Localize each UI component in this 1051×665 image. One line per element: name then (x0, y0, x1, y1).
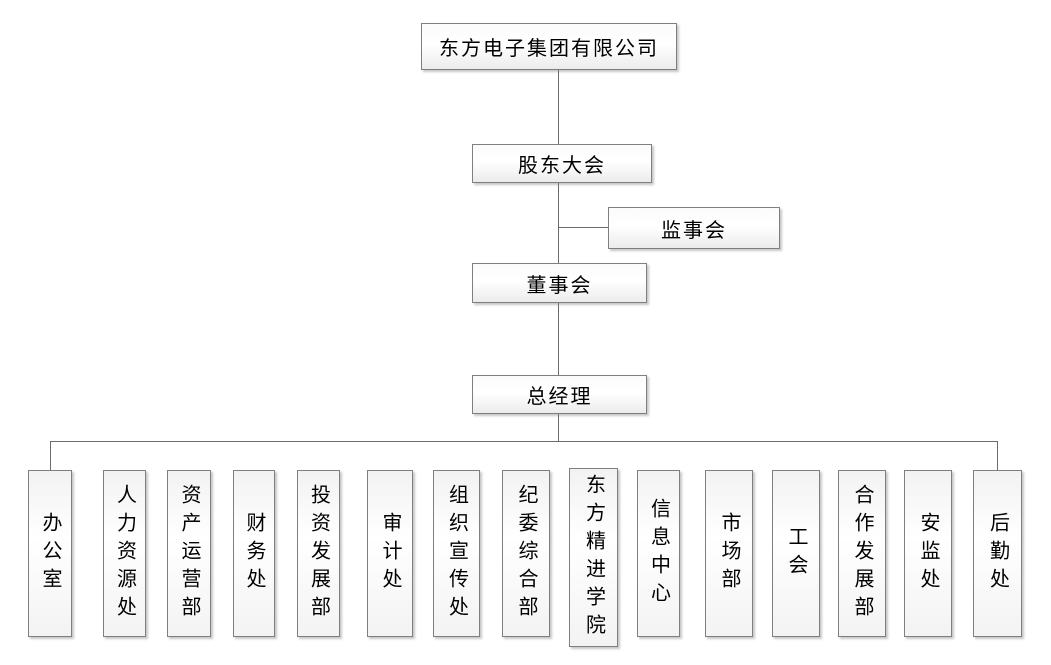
dept-label: 后勤处 (986, 511, 1009, 596)
connector-board-to-gm (558, 303, 559, 375)
dept-box-jingjin-academy: 东方精进学院 (569, 468, 618, 647)
dept-box-finance: 财务处 (233, 470, 275, 637)
dept-label: 审计处 (379, 511, 401, 596)
node-general-manager-label: 总经理 (526, 386, 593, 408)
dept-label: 人力资源处 (113, 483, 136, 624)
dept-box-audit: 审计处 (367, 470, 413, 637)
node-board-of-directors-label: 董事会 (526, 274, 593, 297)
node-shareholders-meeting-label: 股东大会 (518, 155, 606, 177)
dept-label: 投资发展部 (307, 483, 330, 624)
connector-branch-supervisory (558, 227, 608, 228)
dept-label: 市场部 (718, 511, 740, 596)
dept-label: 资产运营部 (178, 483, 200, 624)
node-company: 东方电子集团有限公司 (421, 23, 677, 70)
dept-label: 办公室 (39, 511, 61, 596)
node-company-label: 东方电子集团有限公司 (439, 38, 659, 60)
connector-departments-bus (50, 441, 998, 442)
node-general-manager: 总经理 (472, 375, 647, 414)
dept-box-asset-operation: 资产运营部 (167, 470, 211, 637)
dept-label: 纪委综合部 (515, 483, 537, 624)
dept-box-investment-dev: 投资发展部 (297, 470, 340, 637)
dept-label: 财务处 (243, 511, 265, 596)
dept-box-safety-supervision: 安监处 (904, 470, 952, 637)
node-supervisory-board: 监事会 (608, 207, 780, 249)
dept-label: 组织宣传处 (445, 483, 468, 624)
dept-label: 东方精进学院 (582, 473, 605, 642)
dept-box-org-publicity: 组织宣传处 (433, 470, 480, 637)
dept-box-discipline-committee: 纪委综合部 (502, 470, 550, 637)
dept-box-office: 办公室 (28, 470, 72, 637)
dept-box-marketing: 市场部 (705, 470, 753, 637)
dept-label: 安监处 (917, 511, 939, 596)
node-shareholders-meeting: 股东大会 (472, 144, 652, 183)
connector-gm-to-bus (558, 414, 559, 441)
connector-bus-drop-left (50, 441, 51, 470)
node-supervisory-board-label: 监事会 (661, 219, 727, 242)
dept-box-labor-union: 工会 (772, 470, 820, 637)
dept-label: 工会 (785, 525, 807, 582)
dept-box-information-center: 信息中心 (637, 470, 680, 637)
dept-box-human-resources: 人力资源处 (103, 470, 146, 637)
dept-box-cooperation-dev: 合作发展部 (838, 470, 886, 637)
connector-shareholders-to-board (558, 183, 559, 263)
connector-bus-drop-right (997, 441, 998, 470)
connector-company-to-shareholders (558, 70, 559, 144)
node-board-of-directors: 董事会 (472, 263, 647, 303)
dept-label: 合作发展部 (851, 483, 873, 624)
dept-label: 信息中心 (647, 497, 670, 610)
dept-box-logistics: 后勤处 (973, 470, 1022, 637)
